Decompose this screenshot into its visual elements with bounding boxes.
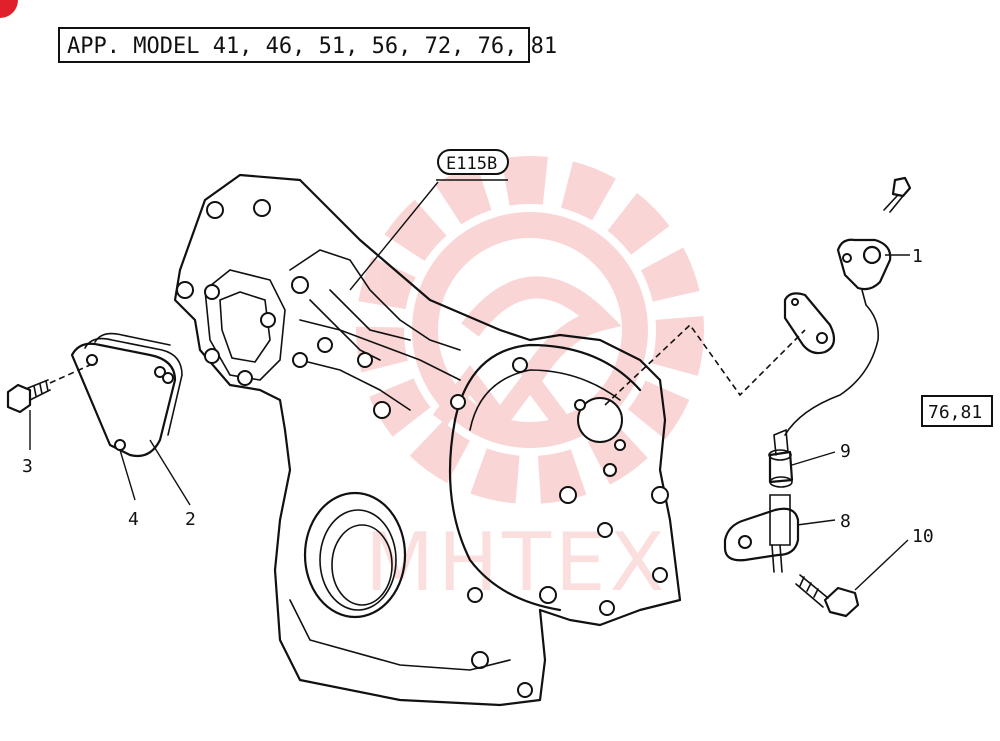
callout-3-label: 3 — [22, 456, 33, 477]
variant-note-text: 76,81 — [928, 402, 982, 423]
reference-tag: E115B — [349, 149, 509, 291]
callout-1-label: 1 — [912, 246, 923, 267]
applicable-models-box: APP. MODEL 41, 46, 51, 56, 72, 76, 81 — [58, 27, 557, 63]
callout-2: 2 — [149, 439, 196, 530]
callout-1: 1 — [885, 246, 923, 267]
reference-tag-text: E115B — [446, 154, 497, 174]
callout-4: 4 — [119, 449, 139, 530]
bolt-part-3 — [6, 364, 91, 414]
callout-2-label: 2 — [185, 509, 196, 530]
cover-plate-assembly — [70, 332, 183, 458]
top-screw — [883, 176, 912, 213]
callout-10-label: 10 — [912, 526, 934, 547]
bolt-part-10 — [795, 574, 860, 618]
callout-4-label: 4 — [128, 509, 139, 530]
sensor-switch-part-1 — [784, 238, 892, 436]
gasket — [783, 292, 836, 355]
callout-9-label: 9 — [840, 441, 851, 462]
callout-3: 3 — [22, 410, 33, 477]
callout-9: 9 — [791, 441, 851, 466]
corner-badge — [0, 0, 18, 18]
watermark-text: MHTEX — [365, 516, 668, 609]
callout-10: 10 — [854, 526, 934, 591]
watermark-gear-logo — [356, 156, 704, 504]
variant-note-box: 76,81 — [921, 395, 993, 427]
callout-8: 8 — [796, 511, 851, 532]
gear-case-housing — [173, 173, 682, 707]
clamp-part-8 — [723, 494, 800, 573]
grommet-part-9 — [768, 428, 794, 488]
applicable-models-text: APP. MODEL 41, 46, 51, 56, 72, 76, 81 — [67, 34, 557, 59]
callout-8-label: 8 — [840, 511, 851, 532]
